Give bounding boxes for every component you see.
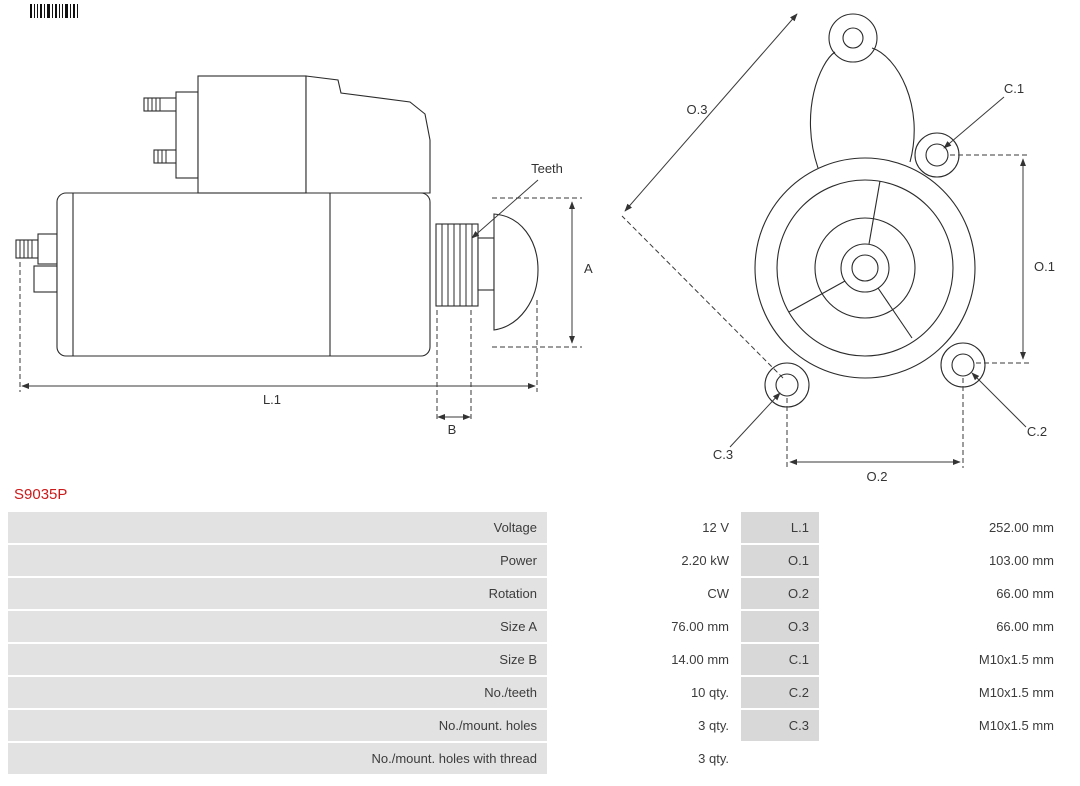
technical-drawing-svg: Teeth A L.1 B O.3 O.1 O.2 C.1 C.2 C.3 (15, 4, 1055, 484)
dim-value: 252.00 mm (821, 512, 1064, 543)
table-row: Size A 76.00 mm O.3 66.00 mm (8, 611, 1064, 642)
spec-label: Size B (8, 644, 547, 675)
dim-value: 103.00 mm (821, 545, 1064, 576)
table-row: No./mount. holes 3 qty. C.3 M10x1.5 mm (8, 710, 1064, 741)
spec-value: 2.20 kW (549, 545, 739, 576)
dim-a-label: A (584, 261, 593, 276)
dim-value: M10x1.5 mm (821, 644, 1064, 675)
table-row: Power 2.20 kW O.1 103.00 mm (8, 545, 1064, 576)
dim-value: M10x1.5 mm (821, 677, 1064, 708)
teeth-label: Teeth (531, 161, 563, 176)
table-row: No./mount. holes with thread 3 qty. (8, 743, 1064, 774)
side-view-dimensions (19, 179, 582, 422)
front-view-dimensions (621, 13, 1030, 468)
dim-label: O.2 (741, 578, 819, 609)
part-number: S9035P (14, 486, 68, 503)
barcode (30, 4, 78, 18)
dim-label: C.2 (741, 677, 819, 708)
table-row: Voltage 12 V L.1 252.00 mm (8, 512, 1064, 543)
spec-value: 12 V (549, 512, 739, 543)
spec-label: Rotation (8, 578, 547, 609)
dim-value: 66.00 mm (821, 611, 1064, 642)
dim-label: O.1 (741, 545, 819, 576)
spec-label: No./teeth (8, 677, 547, 708)
spec-label: No./mount. holes with thread (8, 743, 547, 774)
dim-c3-label: C.3 (713, 447, 733, 462)
dim-value: 66.00 mm (821, 578, 1064, 609)
spec-value: 76.00 mm (549, 611, 739, 642)
spec-value: 10 qty. (549, 677, 739, 708)
spec-label: Voltage (8, 512, 547, 543)
spec-value: 14.00 mm (549, 644, 739, 675)
dim-label: C.1 (741, 644, 819, 675)
technical-drawing: Teeth A L.1 B O.3 O.1 O.2 C.1 C.2 C.3 (15, 4, 1055, 484)
spec-label: No./mount. holes (8, 710, 547, 741)
spec-value: 3 qty. (549, 710, 739, 741)
dim-b-label: B (448, 422, 457, 437)
side-view-drawing (15, 75, 539, 357)
dim-c1-label: C.1 (1004, 81, 1024, 96)
table-row: Size B 14.00 mm C.1 M10x1.5 mm (8, 644, 1064, 675)
spec-value: 3 qty. (549, 743, 739, 774)
dim-c2-label: C.2 (1027, 424, 1047, 439)
dim-label: O.3 (741, 611, 819, 642)
spec-label: Size A (8, 611, 547, 642)
dimension-labels: Teeth A L.1 B O.3 O.1 O.2 C.1 C.2 C.3 (263, 81, 1055, 484)
dim-label: C.3 (741, 710, 819, 741)
dim-value (821, 743, 1064, 774)
spec-label: Power (8, 545, 547, 576)
spec-table: Voltage 12 V L.1 252.00 mm Power 2.20 kW… (8, 512, 1064, 774)
dim-label (741, 743, 819, 774)
dim-o3-label: O.3 (687, 102, 708, 117)
dim-value: M10x1.5 mm (821, 710, 1064, 741)
spec-value: CW (549, 578, 739, 609)
dim-o2-label: O.2 (867, 469, 888, 484)
table-row: No./teeth 10 qty. C.2 M10x1.5 mm (8, 677, 1064, 708)
dim-o1-label: O.1 (1034, 259, 1055, 274)
front-view-drawing (754, 13, 986, 408)
table-row: Rotation CW O.2 66.00 mm (8, 578, 1064, 609)
dim-l1-label: L.1 (263, 392, 281, 407)
dim-label: L.1 (741, 512, 819, 543)
